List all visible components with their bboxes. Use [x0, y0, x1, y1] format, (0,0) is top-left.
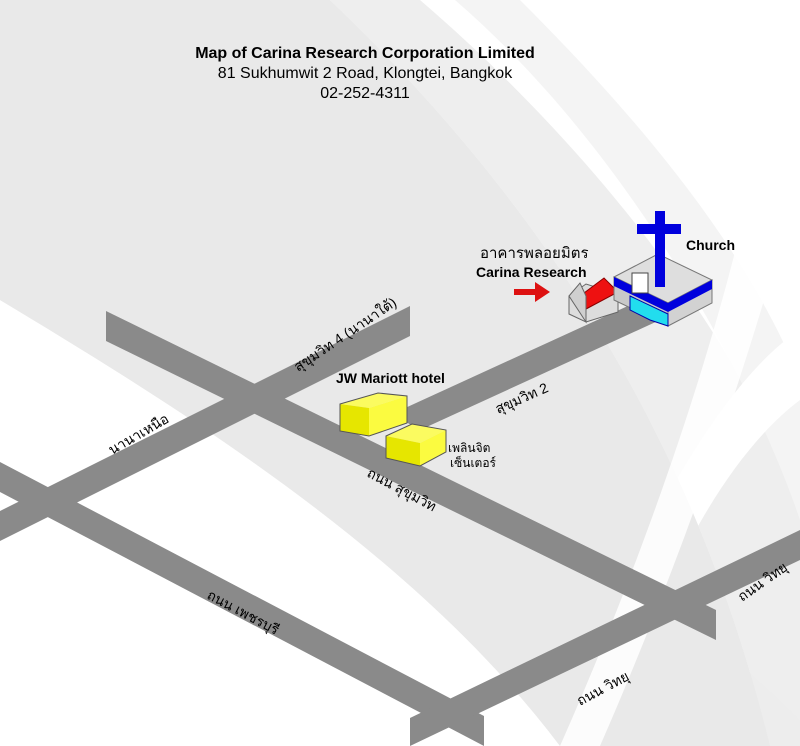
map-header: Map of Carina Research Corporation Limit… — [100, 44, 630, 104]
phone: 02-252-4311 — [320, 85, 410, 102]
roads — [0, 305, 800, 746]
carina-building — [568, 277, 619, 324]
label-jw-marriott: JW Mariott hotel — [336, 370, 445, 386]
label-building-thai: อาคารพลอยมิตร — [480, 245, 589, 262]
road-sukhumvit-4 — [0, 306, 410, 541]
label-church: Church — [686, 237, 735, 253]
church-building — [612, 211, 714, 327]
jw-marriott-building — [339, 392, 408, 437]
ploenchit-building — [385, 423, 447, 467]
road-phetchaburi — [0, 462, 484, 746]
road-sukhumvit-2 — [392, 305, 660, 430]
map-title: Map of Carina Research Corporation Limit… — [195, 45, 535, 62]
address: 81 Sukhumwit 2 Road, Klongtei, Bangkok — [217, 65, 513, 82]
label-ploenchit-2: เซ็นเตอร์ — [450, 455, 497, 470]
label-carina: Carina Research — [476, 264, 587, 280]
road-wireless — [410, 530, 800, 746]
arrow-to-carina — [514, 282, 550, 302]
label-ploenchit-1: เพลินจิต — [448, 441, 490, 455]
